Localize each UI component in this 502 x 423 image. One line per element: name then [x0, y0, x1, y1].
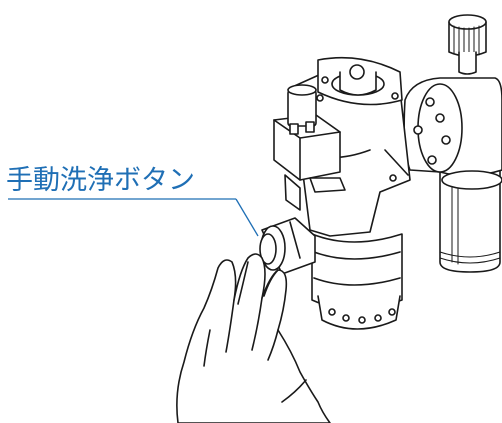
manual-flush-button-label: 手動洗浄ボタン: [6, 165, 195, 196]
right-cylinder-icon: [439, 169, 501, 273]
top-knob-icon: [448, 14, 487, 75]
actuator-icon: [273, 84, 346, 211]
valve-body-icon: [289, 56, 411, 237]
callout-leader-line: [8, 198, 259, 237]
right-body-icon: [403, 77, 502, 190]
hand-icon: [176, 253, 331, 423]
lower-cylinder-icon: [311, 233, 403, 330]
manual-flush-button-icon: [259, 217, 316, 275]
